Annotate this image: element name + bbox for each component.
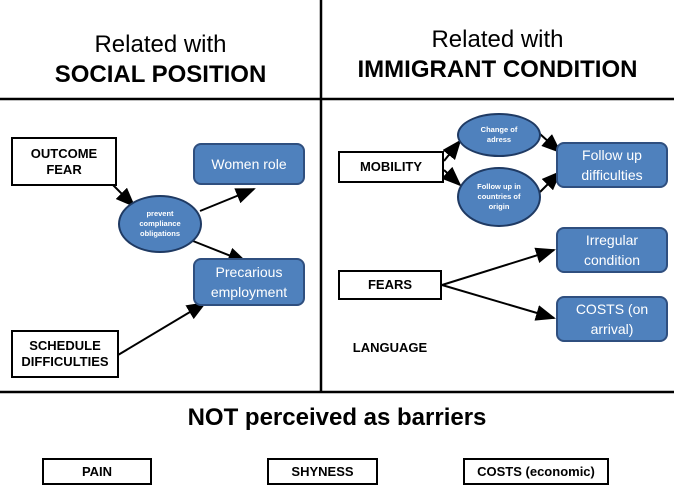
prevent-compliance-oval: prevent compliance obligations bbox=[118, 195, 202, 253]
follow-up-difficulties-node: Follow up difficulties bbox=[556, 142, 668, 188]
irregular-condition-label: Irregular condition bbox=[583, 232, 641, 268]
fears-box: FEARS bbox=[338, 270, 442, 300]
shyness-label: SHYNESS bbox=[291, 463, 354, 479]
arrow-mobility-to-change bbox=[442, 139, 462, 162]
left-header-line2: SOCIAL POSITION bbox=[54, 61, 267, 88]
change-of-adress-label: Change of adress bbox=[480, 125, 518, 144]
mobility-label: MOBILITY bbox=[359, 159, 423, 174]
follow-up-origin-oval: Follow up in countries of origin bbox=[457, 167, 541, 227]
women-role-node: Women role bbox=[193, 143, 305, 185]
arrow-fears-to-irregular bbox=[441, 247, 556, 286]
follow-up-origin-label: Follow up in countries of origin bbox=[477, 182, 521, 211]
pain-box: PAIN bbox=[42, 458, 152, 485]
costs-on-arrival-node: COSTS (on arrival) bbox=[556, 296, 668, 342]
language-box: LANGUAGE bbox=[338, 333, 442, 362]
right-header: Related with IMMIGRANT CONDITION bbox=[321, 25, 674, 85]
precarious-employment-label: Precarious employment bbox=[210, 264, 288, 300]
left-header: Related with SOCIAL POSITION bbox=[0, 30, 321, 90]
right-header-line2: IMMIGRANT CONDITION bbox=[357, 56, 638, 83]
prevent-compliance-label: prevent compliance obligations bbox=[139, 209, 181, 238]
not-perceived-title: NOT perceived as barriers bbox=[187, 404, 487, 431]
shyness-box: SHYNESS bbox=[267, 458, 378, 485]
precarious-employment-node: Precarious employment bbox=[193, 258, 305, 306]
arrow-prevent-to-women bbox=[199, 188, 256, 212]
costs-on-arrival-label: COSTS (on arrival) bbox=[575, 301, 649, 337]
outcome-fear-box: OUTCOME FEAR bbox=[11, 137, 117, 186]
schedule-difficulties-label: SCHEDULE DIFFICULTIES bbox=[21, 338, 109, 369]
costs-economic-label: COSTS (economic) bbox=[477, 463, 595, 479]
change-of-adress-oval: Change of adress bbox=[457, 113, 541, 157]
language-label: LANGUAGE bbox=[352, 339, 428, 355]
right-header-line1: Related with bbox=[431, 26, 564, 53]
fears-label: FEARS bbox=[367, 277, 413, 292]
schedule-difficulties-box: SCHEDULE DIFFICULTIES bbox=[11, 330, 119, 378]
mobility-box: MOBILITY bbox=[338, 151, 444, 183]
costs-economic-box: COSTS (economic) bbox=[463, 458, 609, 485]
outcome-fear-label: OUTCOME FEAR bbox=[30, 145, 98, 177]
arrow-fears-to-costs bbox=[441, 284, 556, 321]
arrow-schedule-to-precarious bbox=[117, 301, 207, 356]
women-role-label: Women role bbox=[211, 156, 287, 172]
follow-up-difficulties-label: Follow up difficulties bbox=[581, 147, 643, 183]
pain-label: PAIN bbox=[81, 463, 113, 479]
irregular-condition-node: Irregular condition bbox=[556, 227, 668, 273]
arrow-mobility-to-followorigin bbox=[441, 166, 462, 187]
left-header-line1: Related with bbox=[94, 31, 227, 58]
